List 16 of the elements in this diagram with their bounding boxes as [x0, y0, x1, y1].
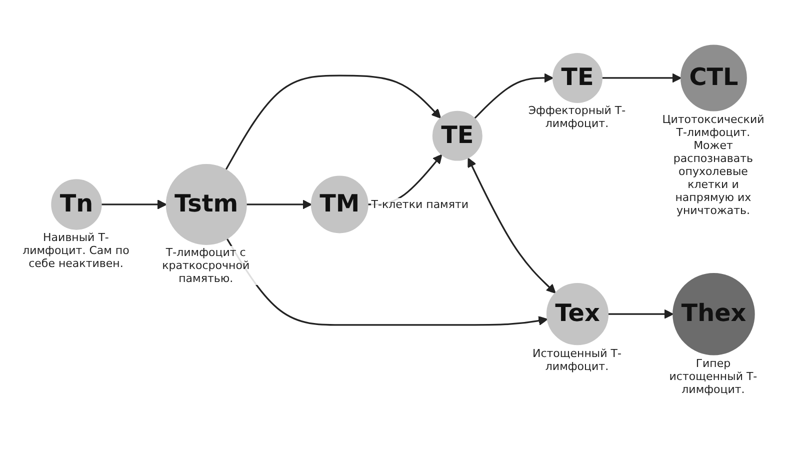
arrow [467, 158, 556, 294]
node-circle: CTL [680, 44, 746, 112]
arrow [100, 200, 166, 210]
node-circle: TM [310, 176, 368, 234]
arrow [224, 74, 441, 170]
node-circle: Tn [50, 179, 102, 230]
arrow [473, 73, 553, 119]
node-circle: TE [432, 110, 482, 161]
arrow [246, 200, 312, 210]
arrow [601, 73, 681, 83]
arrow [608, 309, 674, 319]
node-circle: TE [552, 53, 602, 103]
node-circle: Thex [672, 272, 754, 356]
node-circle: Tex [546, 283, 608, 346]
cell-caption: Наивный Т-лимфоцит. Сам по себе неактивен. [20, 231, 131, 270]
node-circle: Tstm [165, 164, 246, 245]
